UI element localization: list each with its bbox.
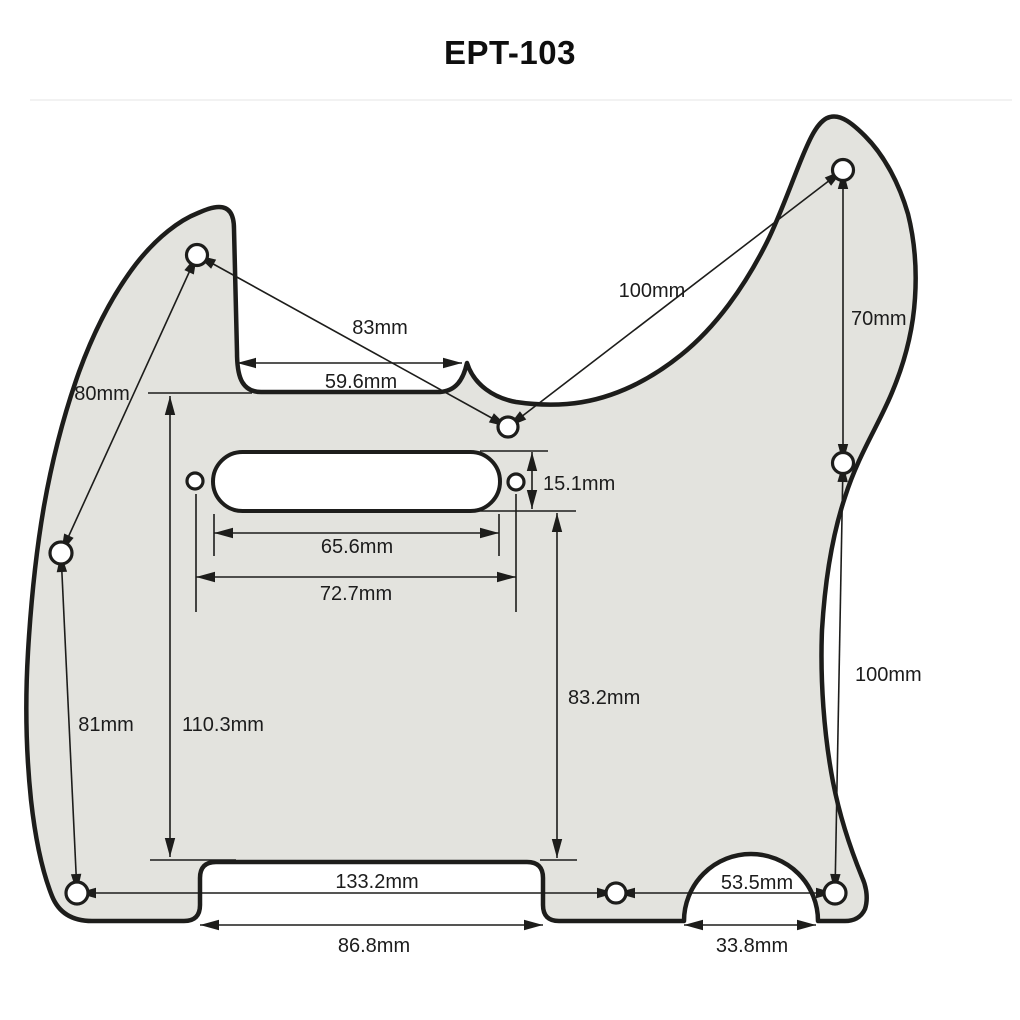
dim-59-6mm: 59.6mm xyxy=(237,357,462,393)
dim-80mm-label: 80mm xyxy=(74,383,130,405)
dim-83-2mm-arrow-start xyxy=(551,513,563,532)
hole-bottom-right xyxy=(822,880,848,906)
dim-100mm-top-line xyxy=(507,169,844,428)
dim-83mm-label: 83mm xyxy=(352,317,408,339)
dim-110-3mm-label: 110.3mm xyxy=(182,714,264,736)
hole-bottom-middle xyxy=(604,881,628,905)
hole-horn-top-right xyxy=(830,157,856,183)
page-title: EPT-103 xyxy=(444,34,576,71)
dim-33-8mm-label: 33.8mm xyxy=(716,935,788,957)
dim-59-6mm-label: 59.6mm xyxy=(325,371,397,393)
dim-110-3mm-arrow-start xyxy=(164,396,176,415)
dim-15-1mm-arrow-start xyxy=(526,452,538,471)
dim-100mm-right-line xyxy=(834,462,844,894)
dim-15-1mm-label: 15.1mm xyxy=(543,473,615,495)
dim-83mm-line xyxy=(196,254,509,428)
dim-100mm-right-label: 100mm xyxy=(855,664,922,686)
dim-72-7mm-label: 72.7mm xyxy=(320,583,392,605)
hole-middle xyxy=(496,415,520,439)
dim-59-6mm-arrow-end xyxy=(443,357,462,369)
dim-72-7mm: 72.7mm xyxy=(196,571,516,605)
dim-83-2mm: 83.2mm xyxy=(551,513,640,858)
dim-86-8mm: 86.8mm xyxy=(200,919,543,957)
dim-70mm-label: 70mm xyxy=(851,308,907,330)
dim-65-6mm: 65.6mm xyxy=(214,527,499,558)
dim-33-8mm-arrow-start xyxy=(684,919,703,931)
dim-80mm-line xyxy=(60,254,198,554)
dim-72-7mm-arrow-start xyxy=(196,571,215,583)
telecaster-pickguard-outline xyxy=(24,114,918,924)
dim-53-5mm-label: 53.5mm xyxy=(721,872,793,894)
dim-86-8mm-arrow-end xyxy=(524,919,543,931)
dim-15-1mm: 15.1mm xyxy=(526,452,615,509)
dim-83-2mm-arrow-end xyxy=(551,839,563,858)
dim-110-3mm-arrow-end xyxy=(164,838,176,857)
pickup-cutout xyxy=(211,450,502,513)
dim-133-2mm-label: 133.2mm xyxy=(335,871,418,893)
dim-65-6mm-arrow-end xyxy=(480,527,499,539)
dim-53-5mm: 53.5mm xyxy=(616,872,835,899)
dim-15-1mm-arrow-end xyxy=(526,490,538,509)
dim-59-6mm-arrow-start xyxy=(237,357,256,369)
dim-72-7mm-arrow-end xyxy=(497,571,516,583)
dim-81mm-line xyxy=(60,552,78,894)
dim-65-6mm-arrow-start xyxy=(214,527,233,539)
dim-33-8mm: 33.8mm xyxy=(684,919,816,957)
dim-110-3mm: 110.3mm xyxy=(164,396,264,857)
hole-left-middle xyxy=(48,540,74,566)
dim-83mm: 83mm xyxy=(196,254,509,428)
dim-33-8mm-arrow-end xyxy=(797,919,816,931)
dim-86-8mm-label: 86.8mm xyxy=(338,935,410,957)
hole-neck-top-left xyxy=(184,242,210,268)
hole-bottom-left xyxy=(64,880,90,906)
dim-81mm-label: 81mm xyxy=(78,714,134,736)
hole-right-upper xyxy=(830,450,856,476)
hole-pickup-screw-right xyxy=(506,472,526,492)
hole-pickup-screw-left xyxy=(185,471,205,491)
dim-86-8mm-arrow-start xyxy=(200,919,219,931)
dim-65-6mm-label: 65.6mm xyxy=(321,536,393,558)
dim-100mm-top-label: 100mm xyxy=(619,280,686,302)
dim-83-2mm-label: 83.2mm xyxy=(568,687,640,709)
